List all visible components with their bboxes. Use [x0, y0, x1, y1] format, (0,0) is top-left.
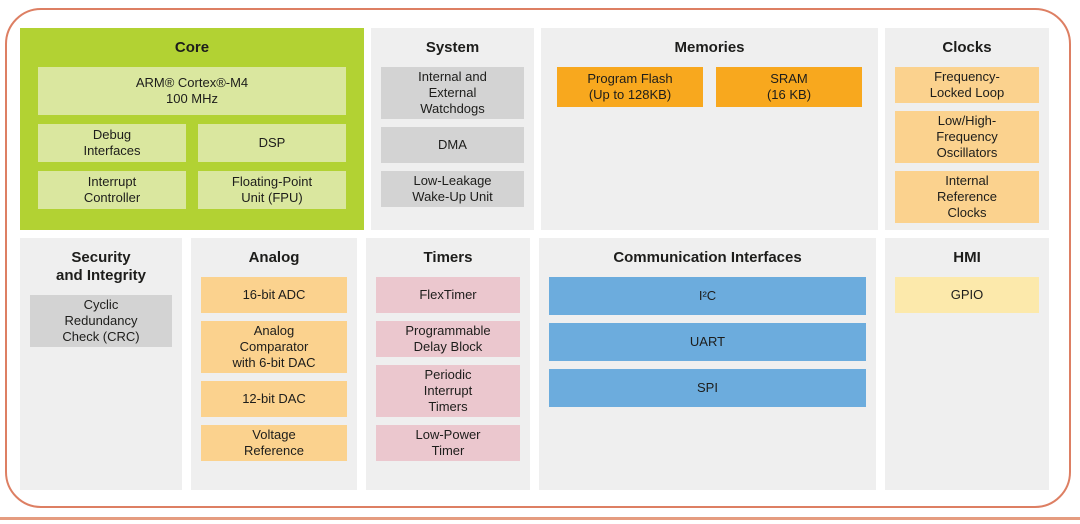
diagram-content: Core ARM® Cortex®-M4 100 MHz Debug Inter… [20, 28, 1056, 490]
block-debug-interfaces: Debug Interfaces [38, 124, 186, 162]
section-security-integrity: Security and Integrity Cyclic Redundancy… [20, 238, 182, 490]
section-timers: Timers FlexTimer Programmable Delay Bloc… [366, 238, 530, 490]
block-12-bit-dac: 12-bit DAC [201, 381, 347, 417]
block-analog-comparator: Analog Comparator with 6-bit DAC [201, 321, 347, 373]
block-program-flash: Program Flash (Up to 128KB) [557, 67, 703, 107]
block-spi: SPI [549, 369, 866, 407]
block-gpio: GPIO [895, 277, 1039, 313]
section-clocks-title: Clocks [942, 39, 992, 56]
block-low-high-frequency-oscillators: Low/High- Frequency Oscillators [895, 111, 1039, 163]
section-core: Core ARM® Cortex®-M4 100 MHz Debug Inter… [20, 28, 364, 230]
block-internal-external-watchdogs: Internal and External Watchdogs [381, 67, 524, 119]
section-analog: Analog 16-bit ADC Analog Comparator with… [191, 238, 357, 490]
block-frequency-locked-loop: Frequency- Locked Loop [895, 67, 1039, 103]
diagram-outer-border [5, 8, 1071, 508]
block-i2c: I²C [549, 277, 866, 315]
block-low-leakage-wake-up-unit: Low-Leakage Wake-Up Unit [381, 171, 524, 207]
block-flextimer: FlexTimer [376, 277, 520, 313]
block-16-bit-adc: 16-bit ADC [201, 277, 347, 313]
section-system-title: System [425, 39, 480, 56]
block-dsp: DSP [198, 124, 346, 162]
section-memories: Memories Program Flash (Up to 128KB) SRA… [541, 28, 878, 230]
block-arm-cortex-m4: ARM® Cortex®-M4 100 MHz [38, 67, 346, 115]
communication-blocks: I²C UART SPI [539, 276, 876, 408]
section-security-title: Security and Integrity [55, 249, 146, 284]
diagram-row-bottom: Security and Integrity Cyclic Redundancy… [20, 238, 1056, 490]
core-blocks: ARM® Cortex®-M4 100 MHz Debug Interfaces… [20, 66, 364, 210]
section-clocks: Clocks Frequency- Locked Loop Low/High- … [885, 28, 1049, 230]
memories-blocks: Program Flash (Up to 128KB) SRAM (16 KB) [541, 66, 878, 108]
block-low-power-timer: Low-Power Timer [376, 425, 520, 461]
security-blocks: Cyclic Redundancy Check (CRC) [20, 294, 182, 348]
hmi-blocks: GPIO [885, 276, 1049, 314]
block-floating-point-unit: Floating-Point Unit (FPU) [198, 171, 346, 209]
bottom-rule-line [0, 517, 1080, 520]
core-sub-grid: Debug Interfaces DSP Interrupt Controlle… [38, 124, 346, 209]
block-internal-reference-clocks: Internal Reference Clocks [895, 171, 1039, 223]
block-periodic-interrupt-timers: Periodic Interrupt Timers [376, 365, 520, 417]
timers-blocks: FlexTimer Programmable Delay Block Perio… [366, 276, 530, 462]
block-programmable-delay-block: Programmable Delay Block [376, 321, 520, 357]
section-system: System Internal and External Watchdogs D… [371, 28, 534, 230]
clocks-blocks: Frequency- Locked Loop Low/High- Frequen… [885, 66, 1049, 224]
section-hmi: HMI GPIO [885, 238, 1049, 490]
block-sram: SRAM (16 KB) [716, 67, 862, 107]
system-blocks: Internal and External Watchdogs DMA Low-… [371, 66, 534, 208]
section-timers-title: Timers [423, 249, 473, 266]
block-uart: UART [549, 323, 866, 361]
analog-blocks: 16-bit ADC Analog Comparator with 6-bit … [191, 276, 357, 462]
section-hmi-title: HMI [953, 249, 981, 266]
section-memories-title: Memories [674, 39, 745, 56]
block-cyclic-redundancy-check: Cyclic Redundancy Check (CRC) [30, 295, 172, 347]
block-dma: DMA [381, 127, 524, 163]
section-analog-title: Analog [248, 249, 300, 266]
block-interrupt-controller: Interrupt Controller [38, 171, 186, 209]
section-communication-title: Communication Interfaces [613, 249, 802, 266]
diagram-row-top: Core ARM® Cortex®-M4 100 MHz Debug Inter… [20, 28, 1056, 230]
section-communication-interfaces: Communication Interfaces I²C UART SPI [539, 238, 876, 490]
block-voltage-reference: Voltage Reference [201, 425, 347, 461]
section-core-title: Core [174, 39, 210, 56]
